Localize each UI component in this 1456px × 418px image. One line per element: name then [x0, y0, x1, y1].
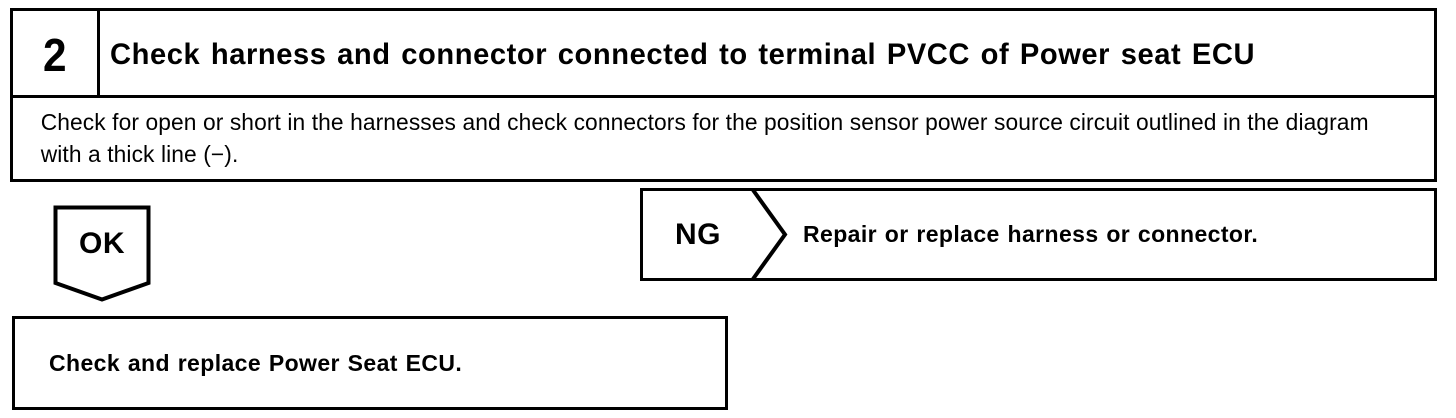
ok-branch-arrow: OK	[53, 205, 151, 302]
step-block: 2 Check harness and connector connected …	[10, 8, 1437, 182]
step-number: 2	[43, 28, 67, 81]
ng-chevron-icon	[747, 188, 791, 281]
step-number-cell: 2	[13, 11, 100, 98]
step-description-text: Check for open or short in the harnesses…	[40, 109, 1369, 167]
step-title-text: Check harness and connector connected to…	[110, 37, 1256, 71]
step-header-row: 2 Check harness and connector connected …	[13, 11, 1434, 98]
step-description-row: Check for open or short in the harnesses…	[13, 98, 1434, 179]
ng-action-text: Repair or replace harness or connector.	[803, 221, 1259, 247]
result-block: Check and replace Power Seat ECU.	[12, 316, 728, 410]
ng-branch-label: NG	[675, 217, 721, 251]
ng-branch-block: NG Repair or replace harness or connecto…	[640, 188, 1437, 281]
result-text: Check and replace Power Seat ECU.	[49, 349, 463, 376]
ok-branch-label: OK	[79, 227, 125, 260]
ok-arrow-shape	[53, 205, 151, 302]
step-title-cell: Check harness and connector connected to…	[110, 11, 1428, 98]
ng-action-cell: Repair or replace harness or connector.	[803, 191, 1426, 278]
